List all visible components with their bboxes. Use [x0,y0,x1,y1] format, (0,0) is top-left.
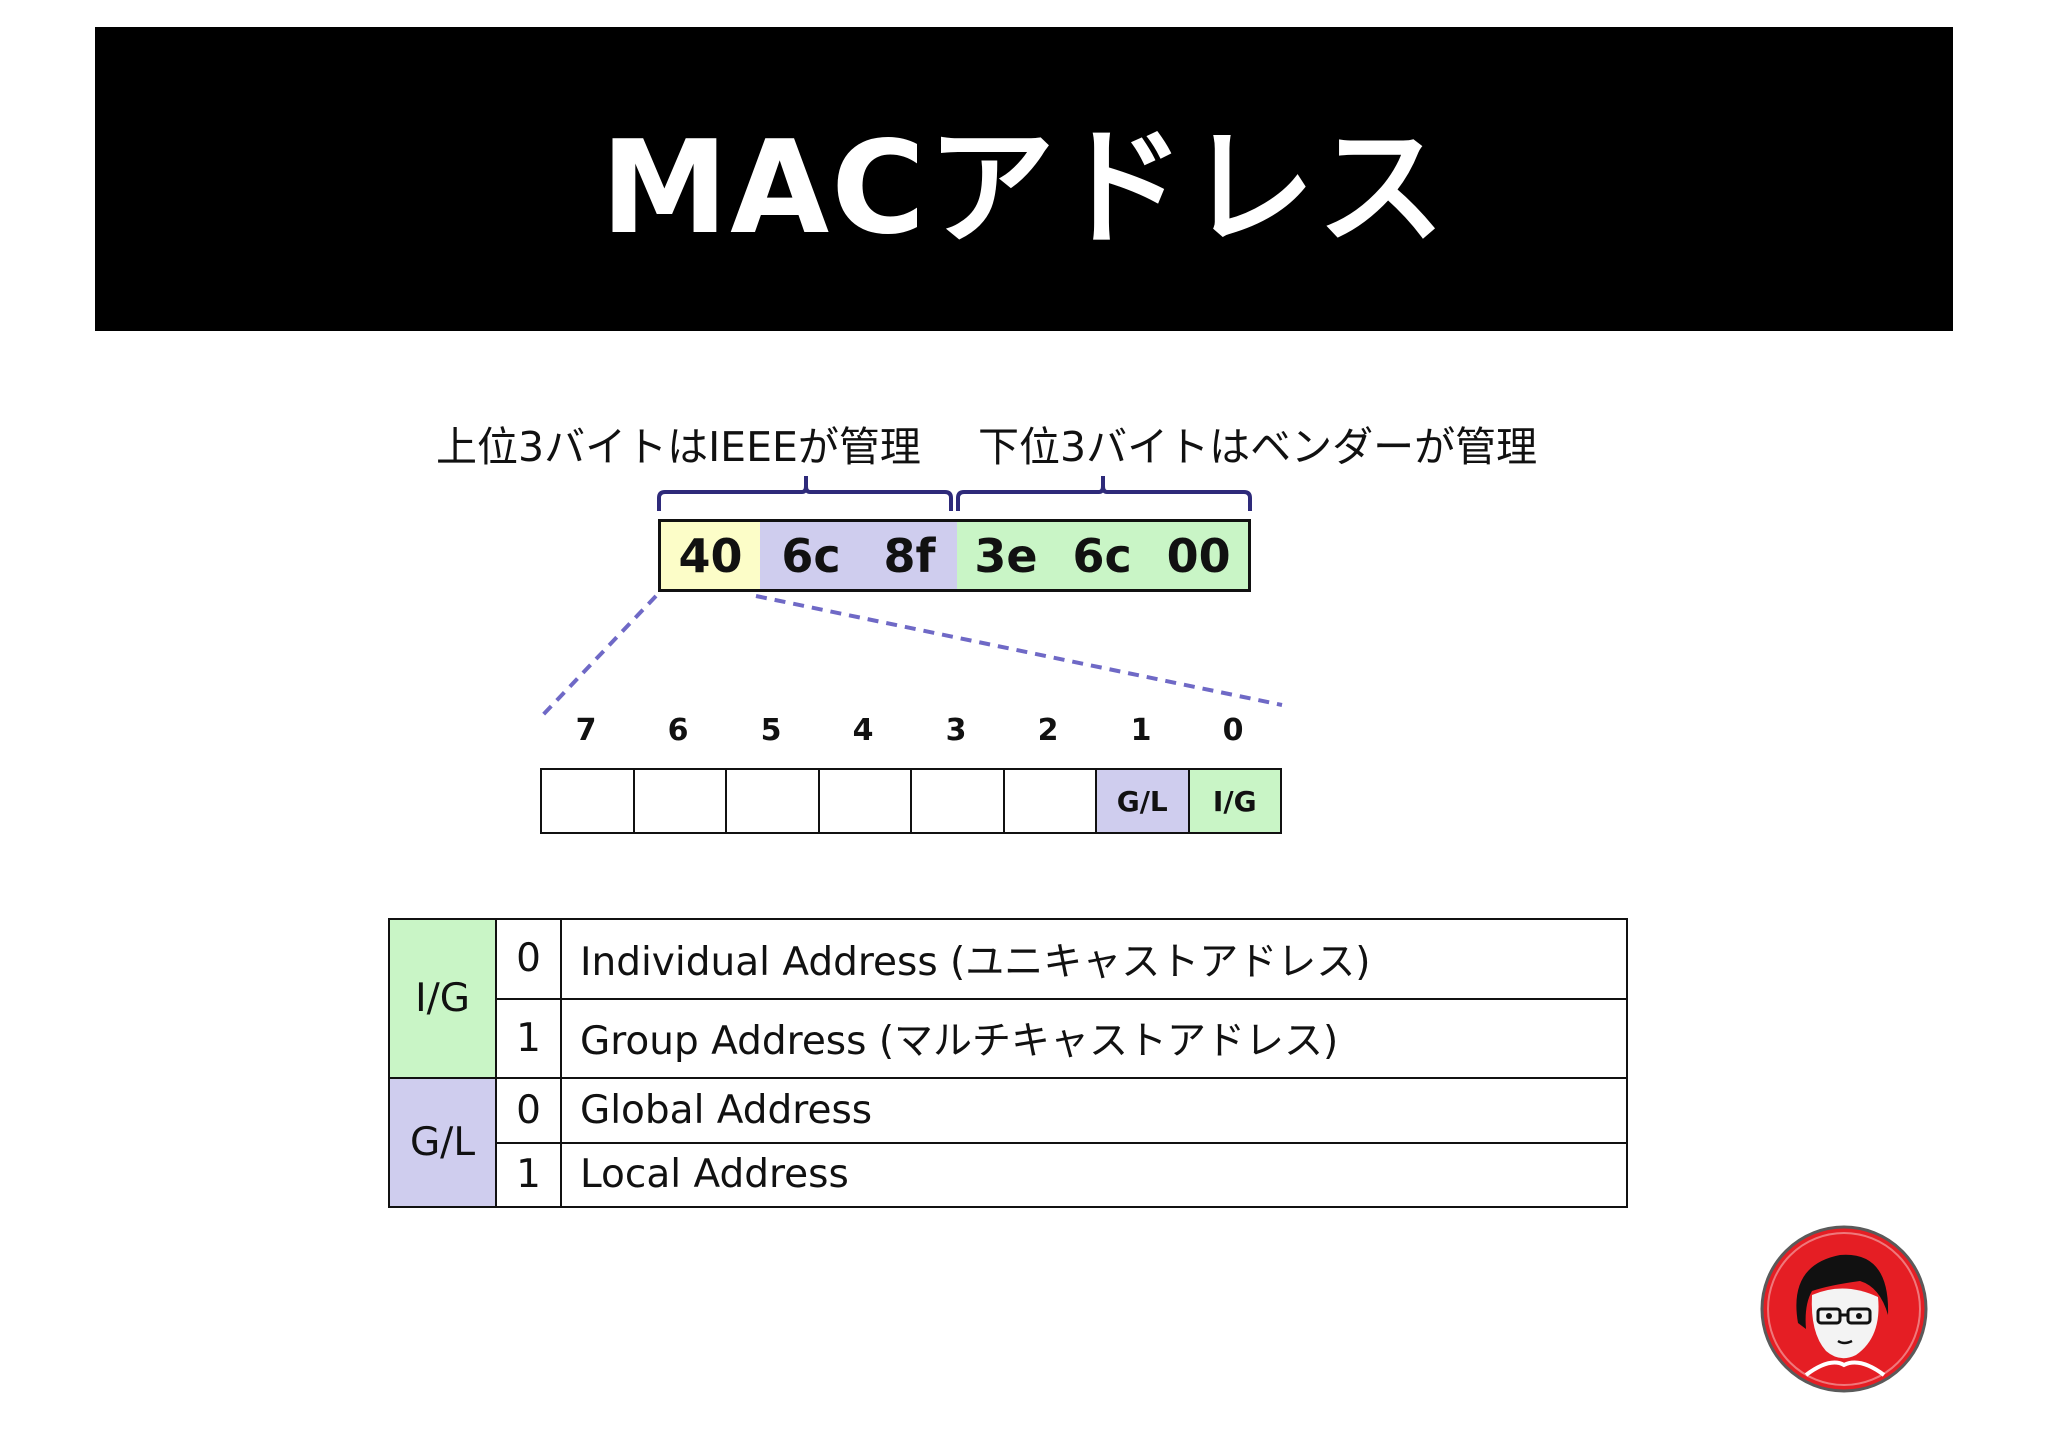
bit-cell-5 [727,770,820,832]
flag-value: 1 [495,1141,562,1209]
title-bar: MACアドレス [95,27,1953,331]
zoom-line-left [538,594,658,720]
bit-number: 6 [667,713,689,748]
bit-cell-2 [1004,770,1097,832]
table-row: 1 Local Address [389,1141,1628,1209]
bytes-6c-8f: 6c 8f [760,522,957,589]
flag-value: 0 [495,918,562,1000]
flag-name-ig: I/G [388,917,497,1080]
upper-bytes-label: 上位3バイトはIEEEが管理 [436,423,921,471]
slide-title: MACアドレス [600,113,1448,263]
bytes-3e-6c-00: 3e 6c 00 [957,522,1248,589]
byte-value: 3e [974,528,1038,583]
bit-number: 5 [760,713,782,748]
lower-bytes-label: 下位3バイトはベンダーが管理 [978,423,1538,471]
table-row: I/G 0 Individual Address (ユニキャストアドレス) [388,917,1628,1080]
table-row: 1 Group Address (マルチキャストアドレス) [389,997,1628,1080]
flag-description: Global Address [560,1077,1628,1144]
flag-description: Local Address [560,1141,1628,1209]
lower-bracket [956,476,1252,511]
flag-value: 1 [495,997,562,1080]
byte-value: 40 [678,528,743,583]
bit-cell-gl: G/L [1097,770,1190,832]
byte-40: 40 [661,522,760,589]
table-row: G/L 0 Global Address [388,1077,1628,1208]
bit-number: 0 [1222,713,1244,748]
author-avatar [1760,1225,1928,1393]
flag-description: Group Address (マルチキャストアドレス) [560,997,1628,1080]
bit-cell-ig: I/G [1189,770,1280,832]
bit-number: 1 [1130,713,1152,748]
byte-value: 6c [781,528,841,583]
byte-value: 00 [1166,528,1231,583]
flag-table: I/G 0 Individual Address (ユニキャストアドレス) 1 … [388,917,1628,1209]
bit-cell-6 [634,770,727,832]
bit-number: 3 [945,713,967,748]
bit-cell-4 [819,770,912,832]
flag-value: 0 [495,1077,562,1144]
zoom-line-right [755,594,1283,707]
bit-number: 4 [852,713,874,748]
bit-cell-7 [542,770,635,832]
bit-cell-3 [912,770,1005,832]
bit-number: 7 [575,713,597,748]
flag-description: Individual Address (ユニキャストアドレス) [560,918,1628,1000]
flag-name-gl: G/L [388,1077,497,1208]
byte-value: 8f [883,528,936,583]
mac-address-bytes: 40 6c 8f 3e 6c 00 [658,519,1251,592]
bit-number: 2 [1037,713,1059,748]
bit-field: G/L I/G [540,768,1282,834]
upper-bracket [657,476,953,511]
byte-value: 6c [1072,528,1132,583]
